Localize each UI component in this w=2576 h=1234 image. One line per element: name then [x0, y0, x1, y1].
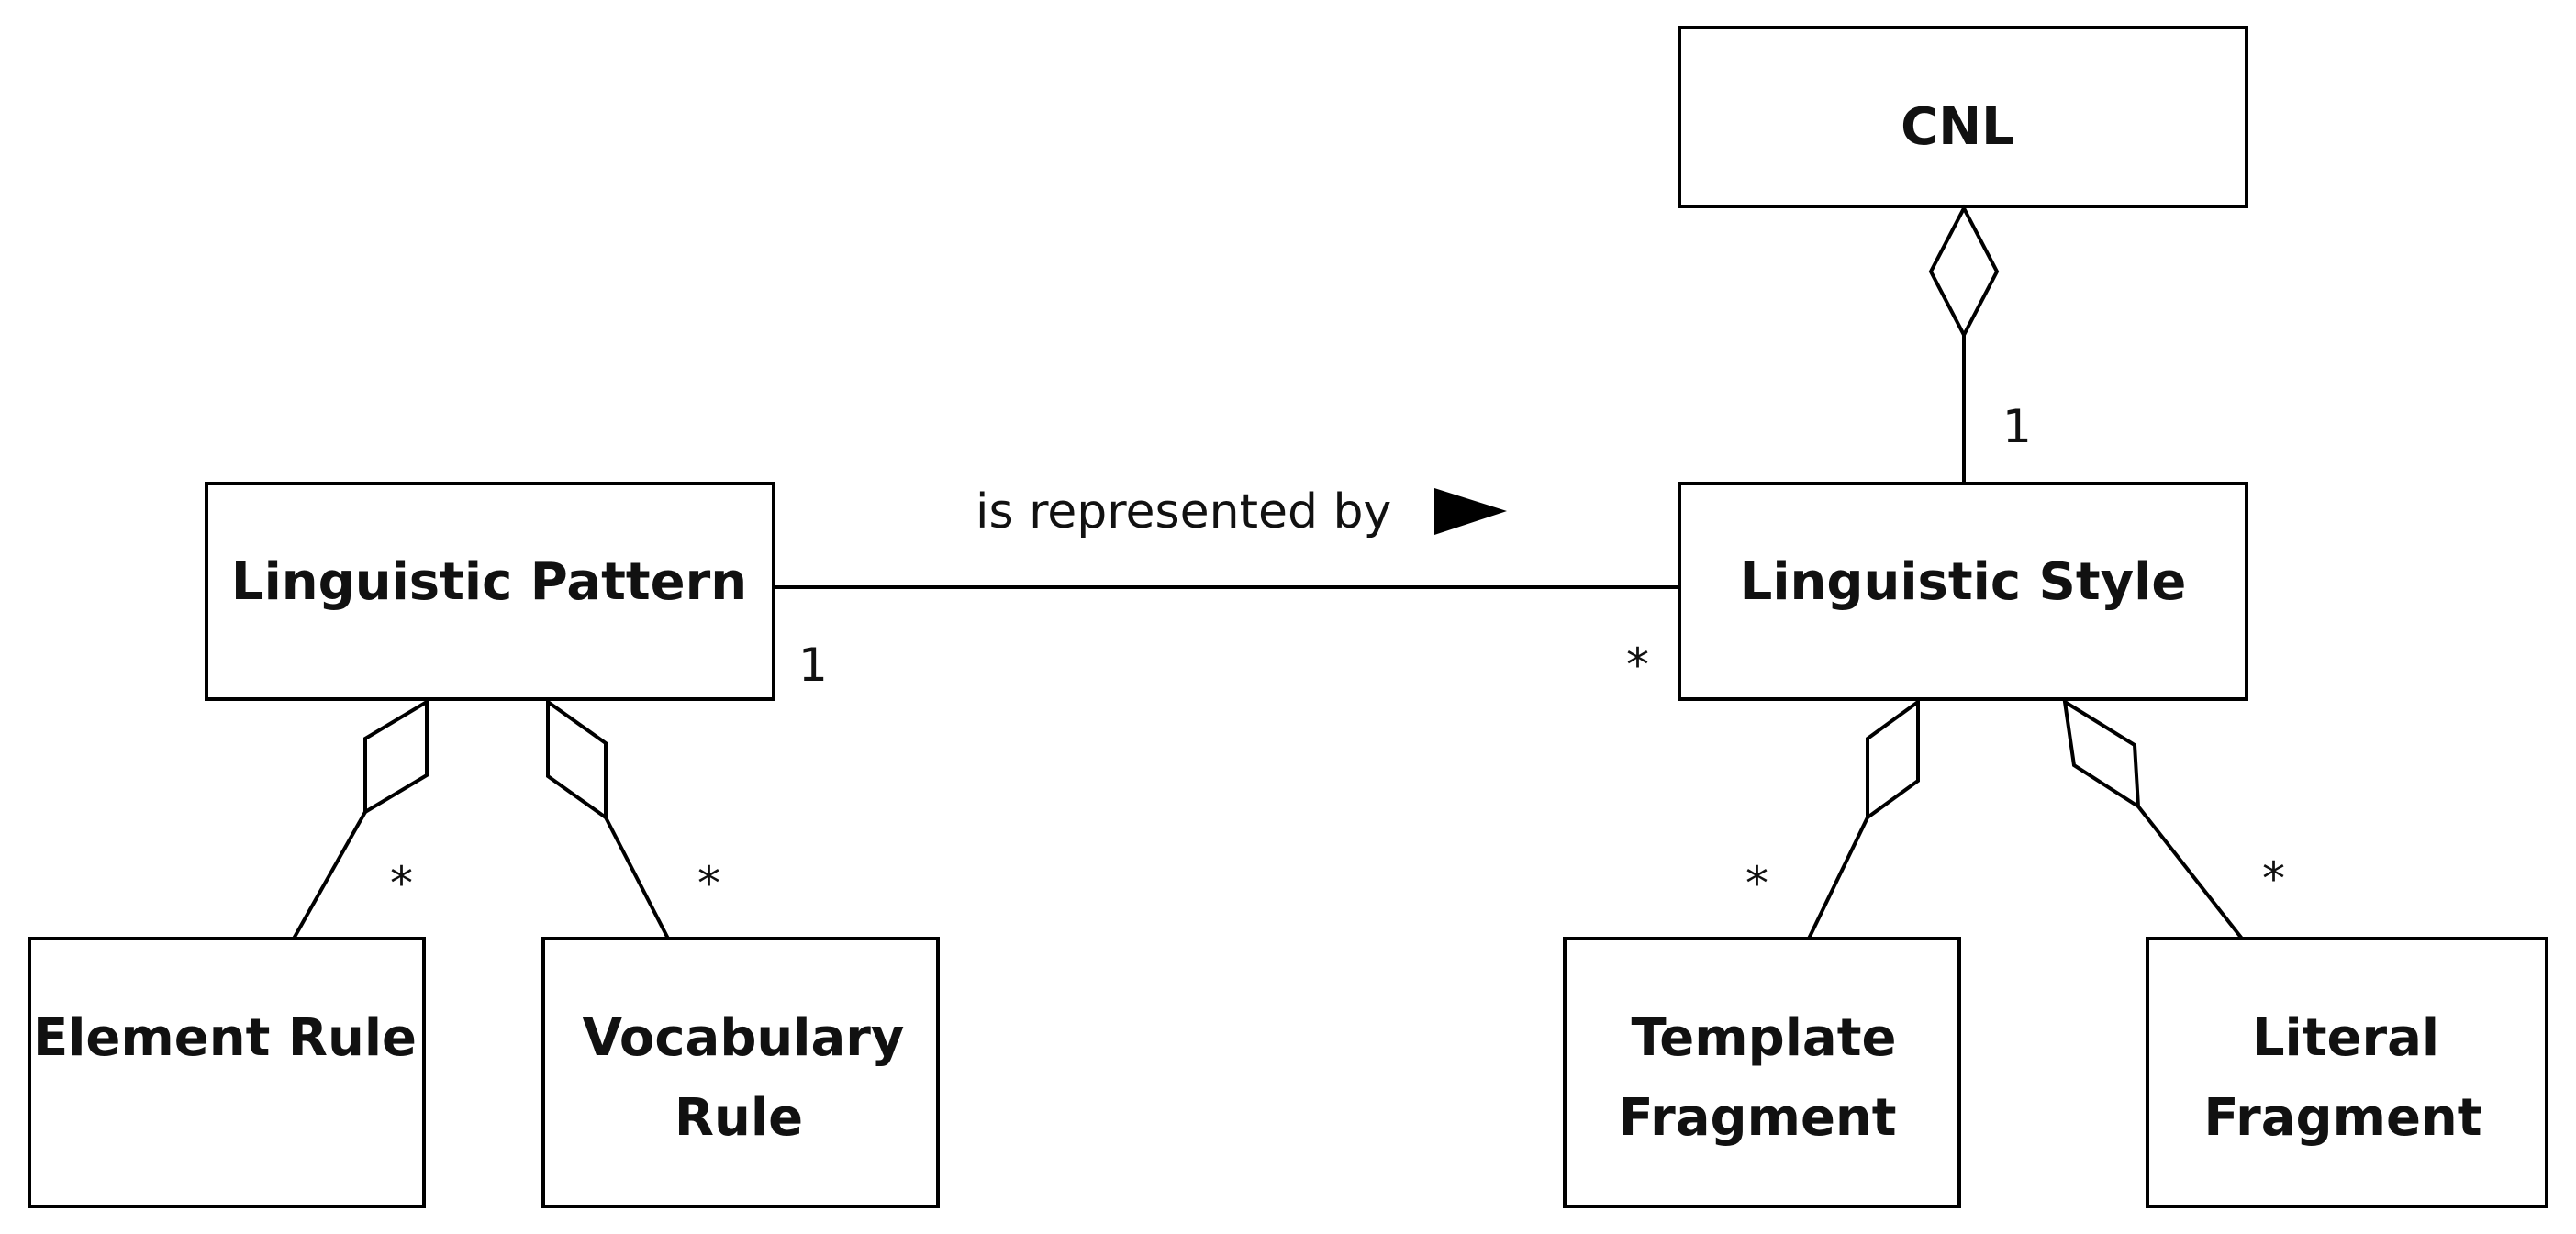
class-linguistic-pattern-name: Linguistic Pattern: [231, 552, 747, 612]
class-template-fragment-name-line1: Template: [1632, 1008, 1897, 1068]
cnl-aggregation-diamond: [1928, 204, 2000, 339]
class-linguistic-style-name: Linguistic Style: [1740, 552, 2187, 612]
association-target-multiplicity: *: [1626, 639, 1649, 692]
class-template-fragment-box: [1563, 937, 1961, 1208]
pattern-element-aggregation-line: [292, 811, 367, 939]
pattern-element-aggregation-diamond: [363, 698, 429, 816]
pattern-element-multiplicity: *: [390, 857, 413, 910]
pattern-vocabulary-multiplicity: *: [697, 857, 720, 910]
association-label: is represented by: [976, 484, 1391, 539]
class-template-fragment-name-line2: Fragment: [1618, 1088, 1896, 1148]
class-vocabulary-rule-box: [541, 937, 940, 1208]
class-vocabulary-rule-name-line2: Rule: [675, 1088, 803, 1148]
class-linguistic-pattern-box: [205, 482, 775, 701]
style-template-multiplicity: *: [1745, 857, 1768, 910]
style-literal-multiplicity: *: [2262, 852, 2285, 906]
class-literal-fragment-name-line2: Fragment: [2203, 1088, 2481, 1148]
class-element-rule-name: Element Rule: [33, 1008, 417, 1068]
class-literal-fragment-box: [2146, 937, 2548, 1208]
style-literal-aggregation-diamond: [2062, 698, 2141, 810]
class-cnl-name: CNL: [1901, 97, 2014, 157]
association-source-multiplicity: 1: [798, 639, 828, 692]
cnl-style-multiplicity: 1: [2002, 400, 2032, 453]
class-cnl-box: [1678, 26, 2248, 208]
class-element-rule-box: [28, 937, 426, 1208]
style-template-aggregation-line: [1807, 817, 1869, 939]
pattern-vocabulary-aggregation-line: [604, 817, 670, 939]
class-vocabulary-rule-name-line1: Vocabulary: [583, 1008, 905, 1068]
class-literal-fragment-name-line1: Literal: [2252, 1008, 2439, 1068]
class-linguistic-style-box: [1678, 482, 2248, 701]
pattern-vocabulary-aggregation-diamond: [546, 698, 608, 821]
association-direction-arrow-icon: [1434, 488, 1507, 535]
style-template-aggregation-diamond: [1866, 698, 1920, 821]
style-literal-aggregation-line: [2136, 805, 2244, 940]
